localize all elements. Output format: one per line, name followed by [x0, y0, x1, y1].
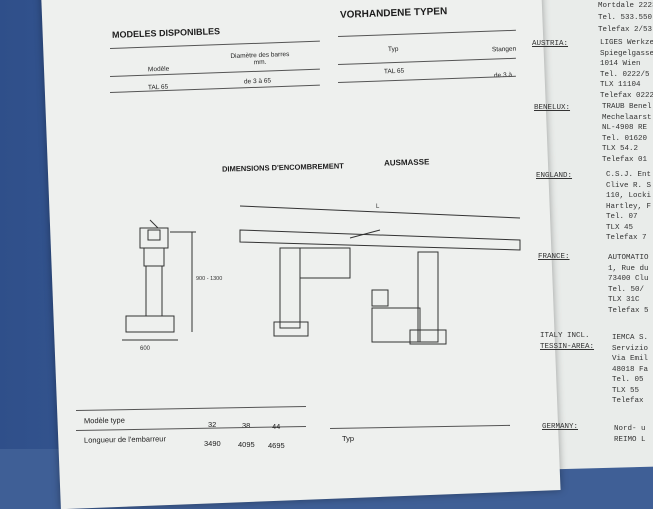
col-diameter: Diamètre des barres mm. [230, 50, 290, 67]
address-line: TRAUB Benel [602, 103, 652, 111]
top-line: Mortdale 2223 [598, 2, 653, 10]
side-view-lever [149, 219, 159, 229]
side-view-head [139, 227, 169, 249]
address-line: NL-4908 RE [602, 124, 648, 132]
address-line: C.S.J. Ent [606, 171, 652, 179]
benelux-address: TRAUB Benel Mechelaarst NL-4908 RE Tel. … [602, 102, 652, 165]
side-view-body [143, 247, 165, 267]
model-38: 38 [242, 421, 251, 430]
address-line: Tel. 0222/5 [600, 70, 650, 79]
front-view-foot-right [409, 329, 447, 345]
front-view-motor [371, 289, 389, 307]
address-line: Servizio [612, 344, 649, 353]
label-france: FRANCE: [538, 253, 570, 261]
address-line: TLX 31C [608, 296, 640, 304]
address-line: IEMCA S. [612, 334, 649, 342]
address-line: TLX 55 [612, 386, 640, 395]
label-germany: GERMANY: [542, 423, 579, 431]
length-4695: 4695 [268, 441, 285, 450]
label-benelux: BENELUX: [534, 104, 571, 112]
front-view-handle [349, 229, 381, 239]
address-line: Spiegelgasse [600, 49, 653, 58]
address-line: TLX 45 [606, 223, 634, 232]
address-line: TLX 54.2 [602, 145, 639, 153]
row-diameter: de 3 à 65 [243, 77, 272, 86]
side-view-head-inner [147, 229, 161, 241]
dim-length-label: L [376, 204, 380, 210]
address-line: 1, Rue du [608, 264, 649, 273]
germany-address: Nord- u REIMO L [614, 424, 646, 445]
italy-address: IEMCA S. Servizio Via Emil 48018 Fa Tel.… [612, 333, 648, 407]
front-view-box [299, 247, 351, 279]
dim-width-label: 600 [140, 346, 151, 352]
front-view-foot-left [273, 321, 309, 337]
side-view-base [125, 315, 175, 333]
row-model-de: TAL 65 [383, 67, 405, 76]
address-line: Tel. 01620 [602, 134, 648, 143]
dim-length-line [239, 205, 521, 219]
address-line: Telefax 0222 [600, 91, 653, 100]
top-address: Mortdale 2223 Tel. 533.550 Telefax 2/53 [598, 0, 653, 36]
col-stangen: Stangen [491, 45, 517, 54]
england-address: C.S.J. Ent Clive R. S 110, Locki Hartley… [606, 170, 651, 244]
label-england: ENGLAND: [536, 172, 573, 180]
front-view-leg-left [279, 247, 301, 329]
label-italy: ITALY INCL. [540, 332, 590, 340]
address-line: Tel. 07 [606, 213, 638, 221]
france-address: AUTOMATIO 1, Rue du 73400 Clu Tel. 50/ T… [608, 253, 649, 316]
length-4095: 4095 [238, 440, 255, 449]
front-view-motor-housing [371, 307, 421, 343]
length-3490: 3490 [204, 439, 221, 448]
col-typ: Typ [387, 45, 399, 54]
front-view-leg-right [417, 251, 439, 343]
address-line: Telefax 7 [606, 234, 647, 242]
dim-height-label: 900 - 1300 [196, 276, 222, 282]
address-line: AUTOMATIO [608, 254, 649, 262]
front-view-rail [239, 229, 521, 251]
label-austria: AUSTRIA: [532, 40, 569, 48]
side-view-column [145, 265, 163, 317]
address-line: Telefax 5 [608, 306, 649, 315]
col-model: Modèle [147, 65, 170, 74]
label-modele-type: Modèle type [83, 415, 125, 426]
address-line: Via Emil [612, 355, 649, 363]
label-tessin: TESSIN-AREA: [540, 343, 595, 351]
address-line: Nord- u [614, 425, 646, 433]
address-line: REIMO L [614, 435, 646, 444]
address-line: 110, Locki [606, 192, 652, 200]
heading-ausmasse: AUSMASSE [383, 157, 430, 168]
address-line: 1014 Wien [600, 60, 641, 68]
address-line: Telefax 01 [602, 155, 648, 164]
address-line: LIGES Werkze [600, 39, 653, 47]
top-line: Tel. 533.550 [598, 14, 653, 22]
address-line: 48018 Fa [612, 365, 649, 374]
address-line: 73400 Clu [608, 275, 649, 283]
austria-address: LIGES Werkze Spiegelgasse 1014 Wien Tel.… [600, 38, 653, 101]
label-longueur: Longueur de l'embarreur [83, 434, 166, 445]
address-line: TLX 11104 [600, 81, 641, 89]
address-line: Tel. 05 [612, 376, 644, 384]
address-line: Hartley, F [606, 202, 652, 211]
machine-drawing: 600 900 - 1300 L [122, 204, 521, 352]
top-line: Telefax 2/53 [598, 26, 653, 34]
address-line: Telefax [612, 397, 644, 405]
address-line: Mechelaarst [602, 113, 652, 122]
bottom-typ: Typ [342, 434, 355, 443]
address-line: Clive R. S [606, 181, 652, 190]
address-line: Tel. 50/ [608, 285, 645, 294]
model-32: 32 [208, 420, 217, 429]
